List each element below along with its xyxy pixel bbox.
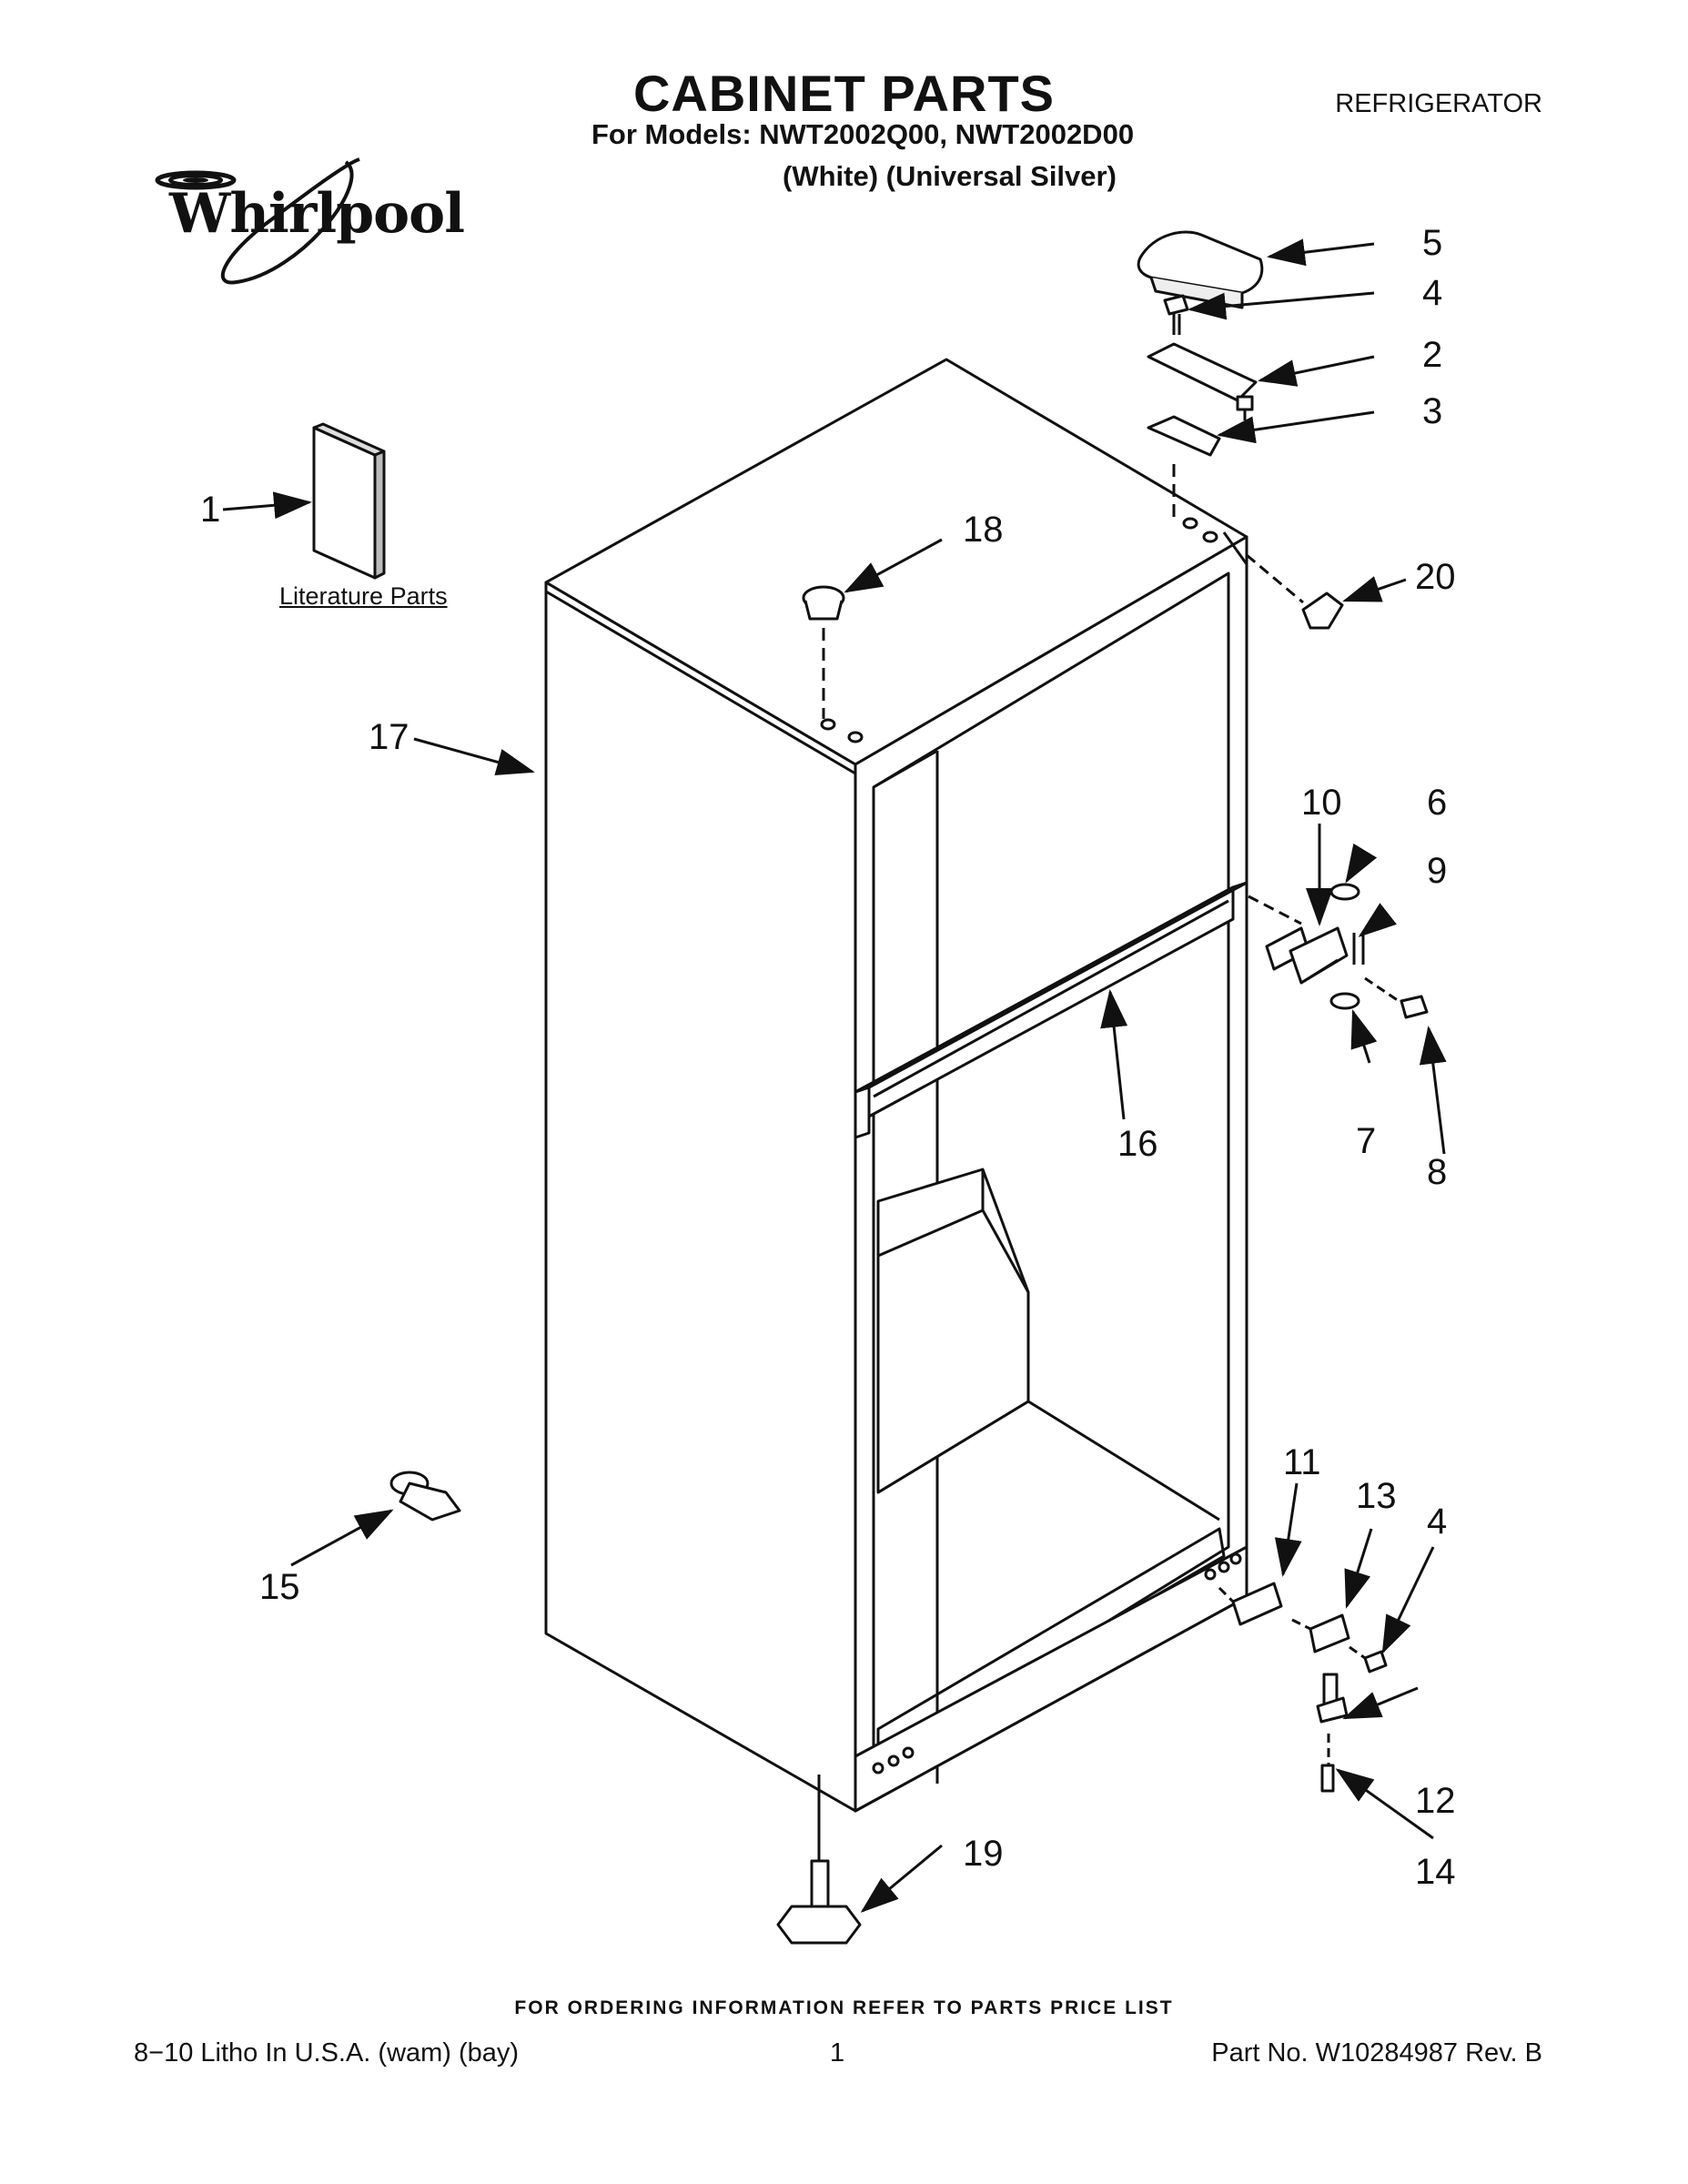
door-stop — [1246, 553, 1344, 630]
callout-20: 20 — [1415, 557, 1456, 597]
print-info: 8−10 Litho In U.S.A. (wam) (bay) — [134, 2038, 520, 2068]
callout-10: 10 — [1301, 783, 1342, 823]
callout-4-top: 4 — [1422, 273, 1443, 313]
page-title: CABINET PARTS — [632, 65, 1056, 122]
page-number: 1 — [830, 2038, 845, 2068]
callout-15: 15 — [259, 1567, 300, 1607]
refrigerator-cabinet — [544, 358, 1248, 1813]
callout-1: 1 — [200, 490, 221, 530]
center-hinge-group — [1248, 883, 1429, 1019]
brand-logo: Whirlpool — [169, 182, 465, 246]
callout-7: 7 — [1356, 1121, 1377, 1161]
top-hinge — [1147, 342, 1258, 420]
callout-6: 6 — [1427, 783, 1448, 823]
callout-11: 11 — [1283, 1442, 1321, 1482]
ordering-note: FOR ORDERING INFORMATION REFER TO PARTS … — [514, 1997, 1174, 2018]
callout-2: 2 — [1422, 335, 1443, 375]
literature-booklet — [312, 422, 386, 580]
callout-18: 18 — [963, 510, 1004, 550]
callout-4-bottom: 4 — [1427, 1502, 1448, 1542]
plug-button — [802, 585, 845, 719]
top-hinge-cover — [1137, 230, 1264, 309]
part-number: Part No. W10284987 Rev. B — [1211, 2038, 1542, 2068]
mullion-bar — [854, 881, 1248, 1139]
callout-9: 9 — [1427, 851, 1448, 891]
callout-5: 5 — [1422, 223, 1443, 263]
top-hinge-screw — [1163, 294, 1189, 335]
callout-14: 14 — [1415, 1852, 1456, 1892]
models-line: For Models: NWT2002Q00, NWT2002D00 — [591, 118, 1135, 150]
callout-8: 8 — [1427, 1152, 1448, 1192]
wire-clip — [389, 1471, 461, 1522]
callout-13: 13 — [1356, 1476, 1397, 1516]
callout-17: 17 — [369, 717, 409, 757]
callout-16: 16 — [1117, 1124, 1158, 1164]
bottom-hinge-group — [1218, 1582, 1388, 1793]
appliance-category: REFRIGERATOR — [1335, 89, 1542, 118]
leader-lines — [222, 238, 1447, 1913]
leveling-leg — [776, 1774, 862, 1945]
color-variants-line: (White) (Universal Silver) — [783, 160, 1117, 192]
callout-12: 12 — [1415, 1781, 1456, 1821]
callout-3: 3 — [1422, 391, 1443, 431]
literature-parts-label: Literature Parts — [279, 582, 448, 610]
callout-19: 19 — [963, 1834, 1004, 1874]
